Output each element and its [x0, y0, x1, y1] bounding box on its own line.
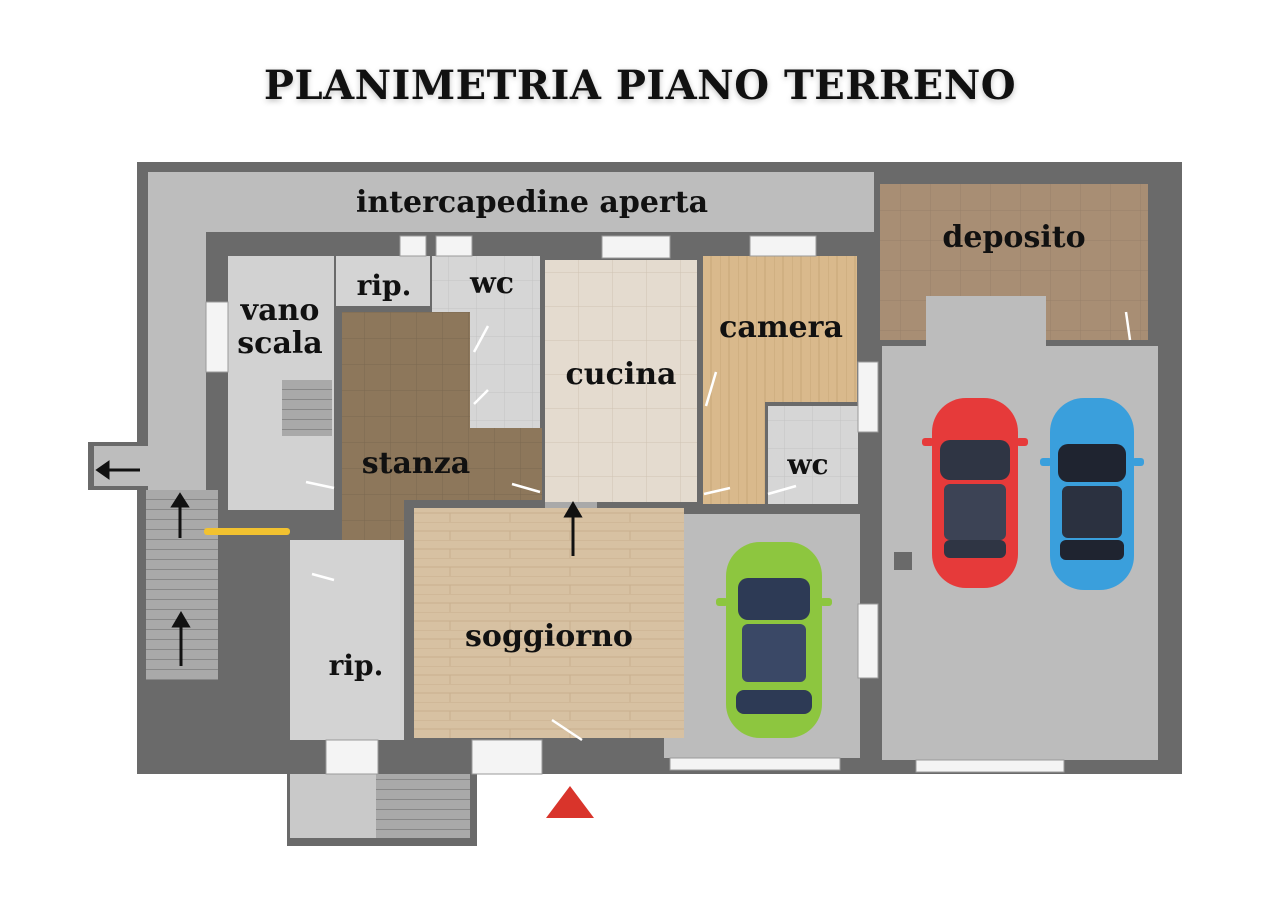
stanza-floor-upper — [342, 312, 470, 430]
label-vano: vano — [240, 293, 320, 328]
label-cucina: cucina — [566, 357, 677, 392]
arrow-up-icon — [170, 492, 190, 538]
red-car-icon — [922, 398, 1028, 588]
blue-car-icon — [1040, 398, 1144, 590]
entrance-triangle-icon — [546, 786, 594, 818]
green-car-icon — [716, 542, 832, 738]
camera-floor — [703, 256, 857, 402]
rip-top-floor — [336, 256, 430, 306]
label-scala: scala — [237, 326, 322, 361]
label-intercapedine: intercapedine aperta — [356, 185, 708, 220]
label-stanza: stanza — [362, 446, 470, 481]
label-rip-top: rip. — [357, 269, 412, 302]
label-deposito: deposito — [942, 220, 1085, 255]
arrow-up-icon — [563, 501, 583, 556]
label-wc-top: wc — [469, 266, 514, 301]
soggiorno-floor — [414, 508, 684, 738]
arrow-up-icon — [171, 611, 191, 666]
stanza-floor-lower — [342, 428, 542, 500]
bottom-stairs — [376, 774, 470, 838]
label-rip-bottom: rip. — [329, 649, 384, 682]
intercapedine-floor — [148, 172, 874, 232]
arrow-left-icon — [95, 460, 140, 480]
cucina-floor — [545, 260, 697, 502]
label-camera: camera — [719, 310, 843, 345]
label-soggiorno: soggiorno — [465, 619, 633, 654]
label-wc-right: wc — [786, 448, 828, 481]
internal-stairs — [282, 380, 332, 436]
rip-bottom-floor — [290, 540, 404, 740]
pillar — [894, 552, 912, 570]
stair-handrail — [204, 528, 290, 535]
camera-floor-lower — [703, 400, 765, 504]
door-leaves — [305, 311, 1132, 742]
arrows — [95, 460, 583, 666]
windows — [205, 235, 1065, 775]
page-title: PLANIMETRIA PIANO TERRENO — [263, 62, 1017, 109]
wc-right-floor — [768, 406, 858, 504]
